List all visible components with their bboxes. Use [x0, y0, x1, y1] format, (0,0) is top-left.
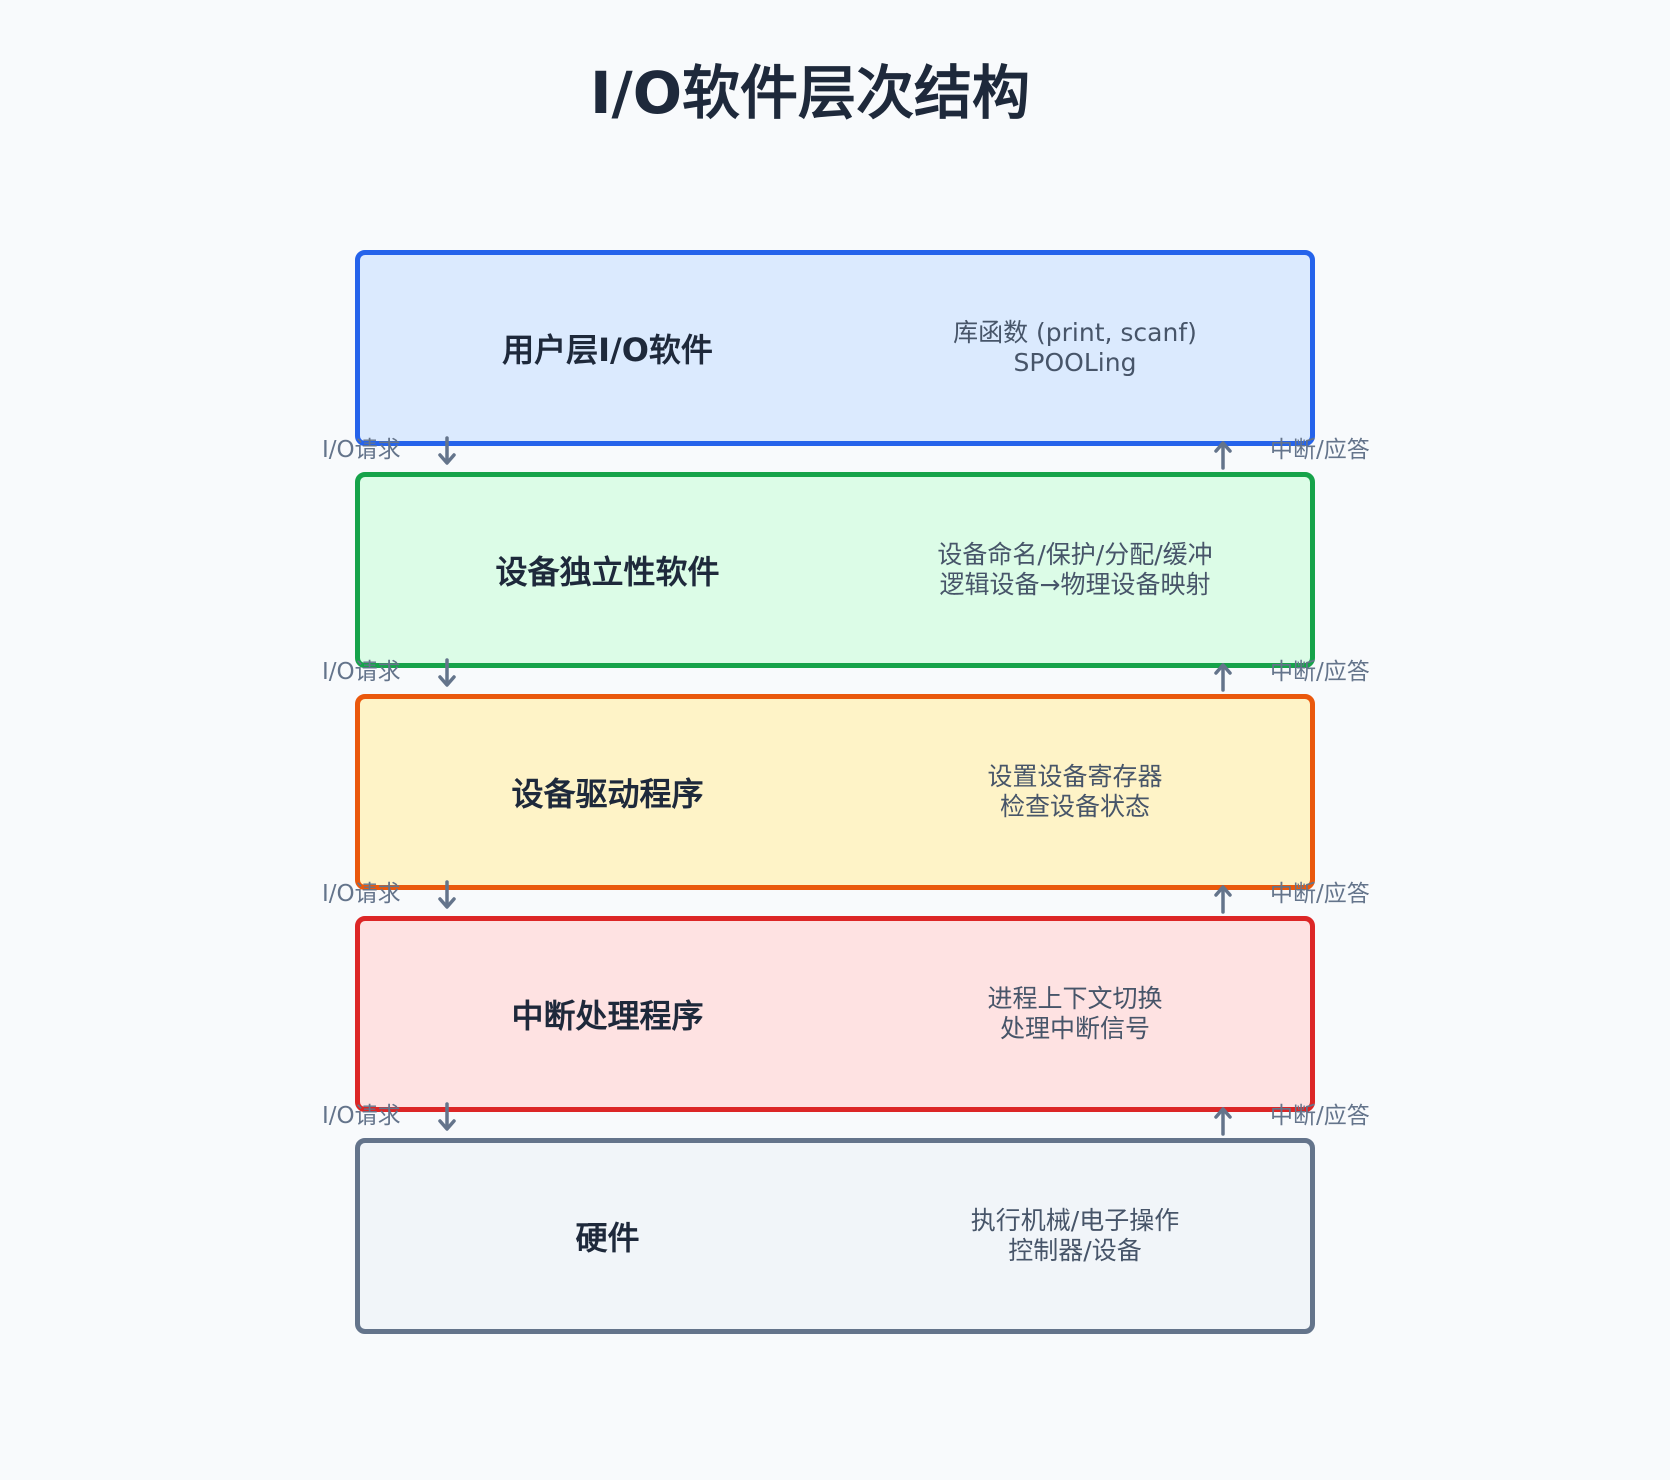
layer-description: 设备命名/保护/分配/缓冲 逻辑设备→物理设备映射: [835, 477, 1315, 663]
up-arrow-icon: [1214, 663, 1232, 692]
up-arrow-icon: [1214, 885, 1232, 914]
interrupt-response-label: 中断/应答: [1270, 437, 1370, 463]
io-request-label: I/O请求: [322, 1103, 401, 1129]
layer-description: 设置设备寄存器 检查设备状态: [835, 699, 1315, 885]
interrupt-response-label: 中断/应答: [1270, 1103, 1370, 1129]
layer-description: 库函数 (print, scanf) SPOOLing: [835, 255, 1315, 441]
interrupt-response-label: 中断/应答: [1270, 881, 1370, 907]
layer-desc-line: 逻辑设备→物理设备映射: [939, 570, 1211, 599]
io-request-label: I/O请求: [322, 437, 401, 463]
layer-desc-line: 设置设备寄存器: [987, 762, 1163, 791]
layer-desc-line: 控制器/设备: [1008, 1236, 1142, 1265]
layer-description: 进程上下文切换 处理中断信号: [835, 921, 1315, 1107]
layer-user-io: 用户层I/O软件 库函数 (print, scanf) SPOOLing: [355, 250, 1315, 446]
up-arrow-icon: [1214, 1107, 1232, 1136]
layer-name: 用户层I/O软件: [502, 331, 713, 369]
layer-desc-line: 检查设备状态: [999, 792, 1150, 821]
layer-desc-line: 执行机械/电子操作: [970, 1206, 1180, 1235]
layer-interrupt-handler: 中断处理程序 进程上下文切换 处理中断信号: [355, 916, 1315, 1112]
layer-desc-line: SPOOLing: [1013, 348, 1137, 377]
layer-hardware: 硬件 执行机械/电子操作 控制器/设备: [355, 1138, 1315, 1334]
io-request-label: I/O请求: [322, 881, 401, 907]
up-arrow-icon: [1214, 441, 1232, 470]
layer-desc-line: 库函数 (print, scanf): [953, 318, 1197, 347]
io-request-label: I/O请求: [322, 659, 401, 685]
layer-name: 设备驱动程序: [511, 775, 704, 813]
layer-name: 中断处理程序: [511, 997, 704, 1035]
down-arrow-icon: [438, 880, 456, 909]
page-title: I/O软件层次结构: [589, 59, 1031, 127]
layer-name: 设备独立性软件: [495, 553, 720, 591]
layer-device-independent: 设备独立性软件 设备命名/保护/分配/缓冲 逻辑设备→物理设备映射: [355, 472, 1315, 668]
down-arrow-icon: [438, 1102, 456, 1131]
layer-desc-line: 进程上下文切换: [987, 984, 1163, 1013]
layer-description: 执行机械/电子操作 控制器/设备: [835, 1143, 1315, 1329]
layer-name: 硬件: [575, 1219, 640, 1257]
layer-desc-line: 设备命名/保护/分配/缓冲: [937, 540, 1213, 569]
down-arrow-icon: [438, 658, 456, 687]
down-arrow-icon: [438, 436, 456, 465]
layer-device-driver: 设备驱动程序 设置设备寄存器 检查设备状态: [355, 694, 1315, 890]
layer-desc-line: 处理中断信号: [999, 1014, 1150, 1043]
interrupt-response-label: 中断/应答: [1270, 659, 1370, 685]
